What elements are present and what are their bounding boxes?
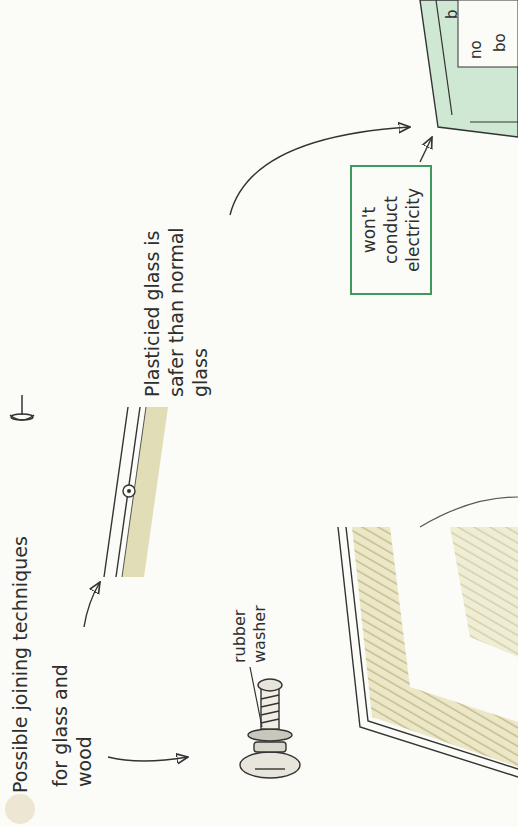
cut-off-text: bo <box>488 2 512 52</box>
leader-arrow <box>84 582 100 627</box>
note-text: rubber washer <box>230 573 270 663</box>
page-dot <box>5 794 35 824</box>
note-text: Plasticied glass is safer than normal gl… <box>140 212 212 397</box>
screw-washer-sketch <box>240 679 300 778</box>
leader-arrow <box>420 137 432 162</box>
box-text: won't conduct electricity <box>358 175 424 285</box>
wood-corner-sketch <box>338 497 518 777</box>
leader-arrow <box>108 757 188 761</box>
text-box: won't conduct electricity <box>350 165 432 295</box>
cut-off-text: b <box>440 1 464 19</box>
cut-off-text: no <box>464 3 488 59</box>
leader-line <box>250 667 262 727</box>
note-text: for glass and wood <box>48 637 96 787</box>
glass-panel-sketch <box>420 0 518 137</box>
bolt-icon <box>10 395 34 420</box>
rivet-joint-sketch <box>104 407 168 577</box>
note-text: Possible joining techniques <box>8 433 32 793</box>
